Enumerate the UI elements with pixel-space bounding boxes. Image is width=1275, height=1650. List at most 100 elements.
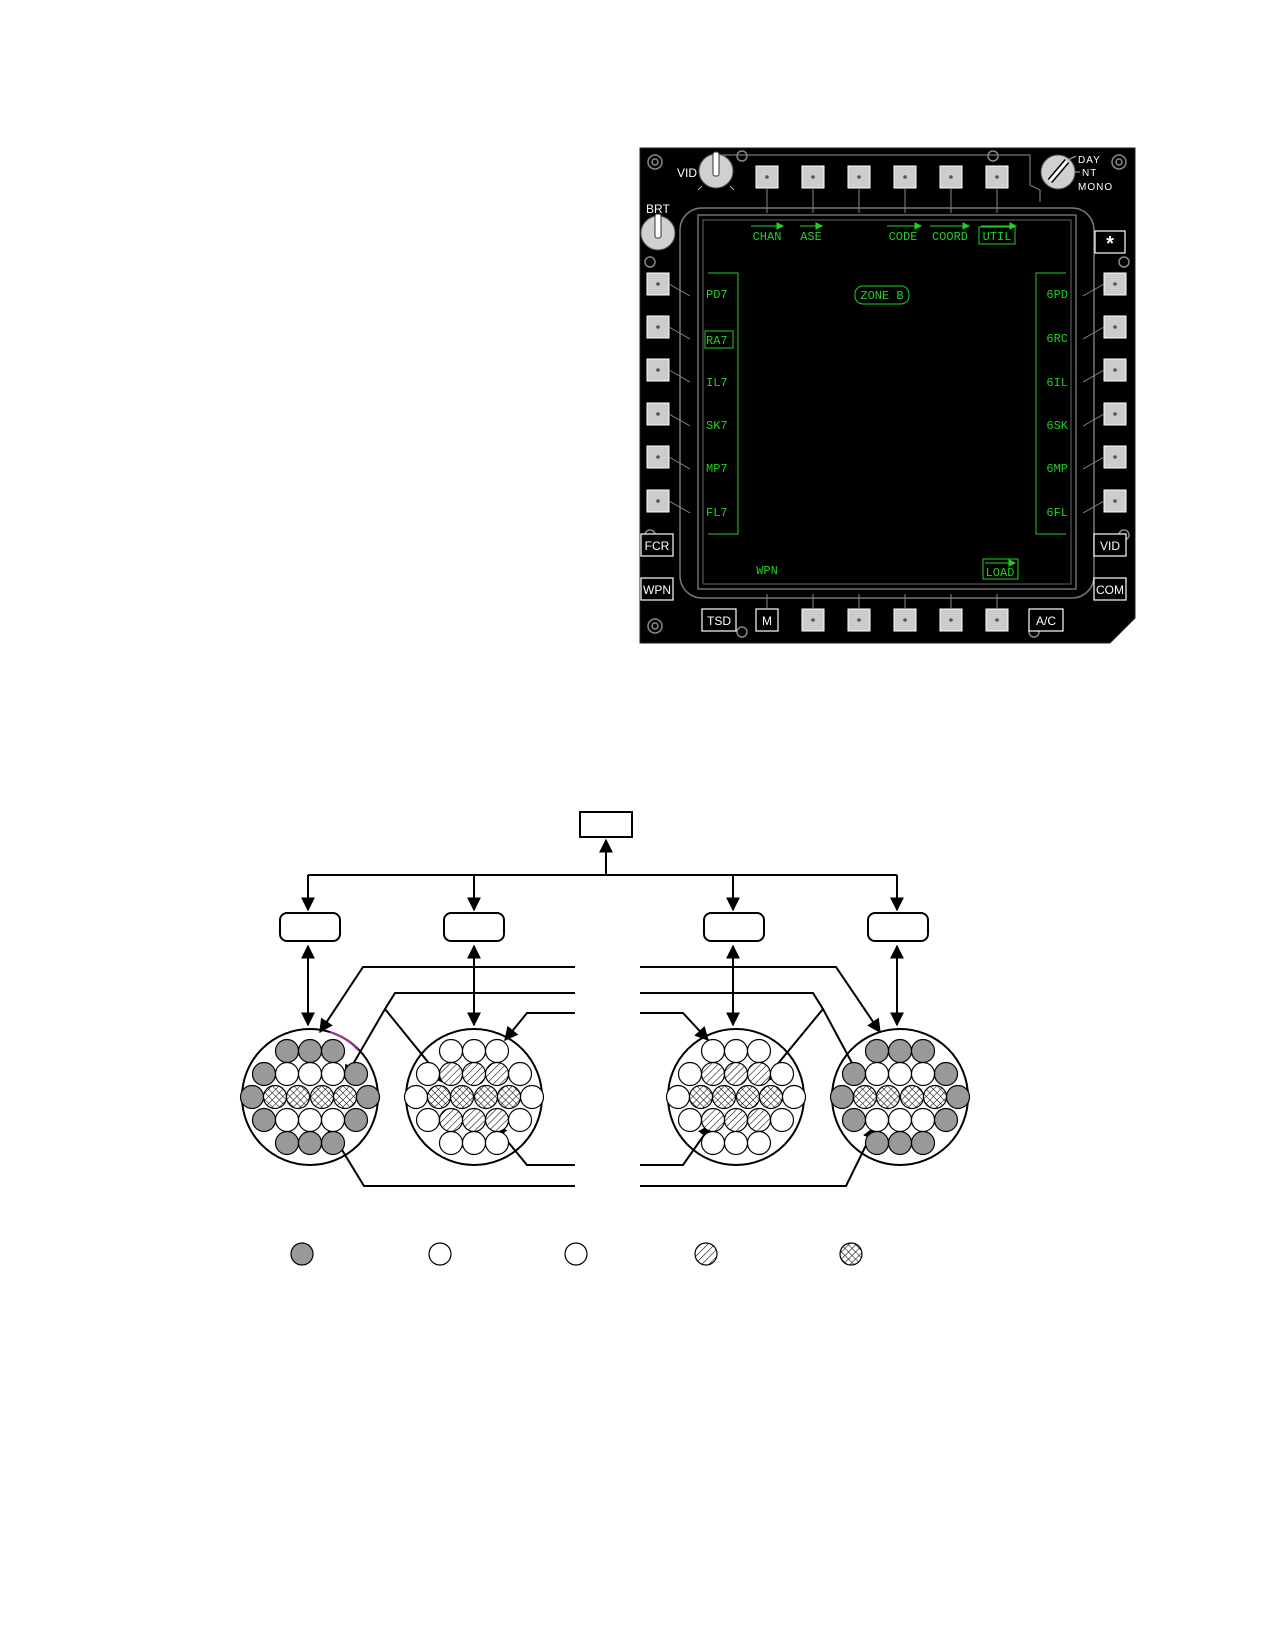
screen-surround <box>679 207 1095 599</box>
conductor <box>438 1038 464 1064</box>
mode-label-day: DAY <box>1078 155 1101 166</box>
conductor <box>933 1061 959 1087</box>
conductor <box>274 1107 300 1133</box>
conductor <box>320 1061 346 1087</box>
conductor <box>343 1107 369 1133</box>
conductor <box>461 1061 487 1087</box>
conductor <box>507 1107 533 1133</box>
bottom-label-wpn[interactable]: WPN <box>756 564 778 578</box>
tsd-button[interactable] <box>701 608 737 632</box>
right-bezel-button-3[interactable] <box>1082 358 1127 383</box>
unit-box-2 <box>443 912 505 942</box>
conductor <box>403 1084 429 1110</box>
conductor <box>875 1084 901 1110</box>
bottom-bezel-button-5[interactable] <box>985 594 1009 632</box>
ac-button[interactable] <box>1028 608 1064 632</box>
softkey-coord[interactable]: COORD <box>932 230 968 244</box>
conductor <box>496 1084 522 1110</box>
conductor <box>297 1038 323 1064</box>
left-bezel-button-5[interactable] <box>646 445 691 470</box>
softkey-ase[interactable]: ASE <box>800 230 822 244</box>
right-label-6sk[interactable]: 6SK <box>1046 419 1068 433</box>
bottom-bezel-button-1[interactable] <box>801 594 825 632</box>
left-bezel-button-4[interactable] <box>646 402 691 427</box>
top-bezel-button-6[interactable] <box>985 165 1009 213</box>
vid-knob-label: VID <box>677 166 697 180</box>
bottom-bezel-button-3[interactable] <box>893 594 917 632</box>
wpn-fixed-button[interactable] <box>640 577 674 601</box>
mode-knob[interactable] <box>1040 154 1080 190</box>
conductor <box>274 1130 300 1156</box>
fcr-button[interactable] <box>640 533 674 557</box>
conductor <box>864 1038 890 1064</box>
right-label-6il[interactable]: 6IL <box>1046 376 1068 390</box>
left-label-il7[interactable]: IL7 <box>706 376 728 390</box>
right-label-6fl[interactable]: 6FL <box>1046 506 1068 520</box>
right-bezel-button-6[interactable] <box>1082 489 1127 514</box>
conductor <box>769 1061 795 1087</box>
conductor <box>746 1130 772 1156</box>
vid-knob[interactable] <box>697 151 735 191</box>
conductor <box>320 1107 346 1133</box>
conductor <box>700 1130 726 1156</box>
conductor <box>933 1107 959 1133</box>
com-button[interactable] <box>1093 577 1127 601</box>
conductor <box>829 1084 855 1110</box>
conductor <box>473 1084 499 1110</box>
top-bezel-button-2[interactable] <box>801 165 825 213</box>
conductor <box>239 1084 265 1110</box>
conductor <box>769 1107 795 1133</box>
conductor <box>438 1130 464 1156</box>
right-bezel-button-5[interactable] <box>1082 445 1127 470</box>
conductor <box>700 1061 726 1087</box>
left-label-fl7[interactable]: FL7 <box>706 506 728 520</box>
star-button-label: * <box>1106 233 1114 255</box>
conductor <box>723 1107 749 1133</box>
unit-box-1 <box>279 912 341 942</box>
left-bezel-button-3[interactable] <box>646 358 691 383</box>
right-label-6rc[interactable]: 6RC <box>1046 332 1068 346</box>
left-label-pd7[interactable]: PD7 <box>706 288 728 302</box>
left-label-sk7[interactable]: SK7 <box>706 419 728 433</box>
top-bezel-button-4[interactable] <box>893 165 917 213</box>
conductor <box>297 1107 323 1133</box>
vid-button[interactable] <box>1093 533 1127 557</box>
conductor <box>251 1107 277 1133</box>
top-bezel-buttons <box>755 165 1009 213</box>
conductor <box>309 1084 335 1110</box>
conductor <box>415 1061 441 1087</box>
conductor <box>700 1038 726 1064</box>
conductor <box>735 1084 761 1110</box>
brt-knob[interactable] <box>640 213 676 251</box>
right-label-6mp[interactable]: 6MP <box>1046 462 1068 476</box>
multifunction-display: VID BRT DAY NT MONO * <box>639 147 1136 644</box>
conductor <box>887 1038 913 1064</box>
conductor <box>852 1084 878 1110</box>
softkey-code[interactable]: CODE <box>889 230 918 244</box>
right-bezel-button-4[interactable] <box>1082 402 1127 427</box>
legend-hatched-conductor <box>694 1242 718 1266</box>
left-bezel-button-6[interactable] <box>646 489 691 514</box>
softkey-chan[interactable]: CHAN <box>753 230 782 244</box>
star-button[interactable] <box>1094 230 1126 254</box>
left-label-mp7[interactable]: MP7 <box>706 462 728 476</box>
conductor-groups <box>239 1038 971 1156</box>
conductor <box>945 1084 971 1110</box>
right-label-6pd[interactable]: 6PD <box>1046 288 1068 302</box>
top-bezel-button-3[interactable] <box>847 165 871 213</box>
softkey-util[interactable]: UTIL <box>983 230 1012 244</box>
top-bezel-button-1[interactable] <box>755 165 779 213</box>
conductor <box>274 1061 300 1087</box>
bottom-bezel-button-2[interactable] <box>847 594 871 632</box>
left-bezel-button-1[interactable] <box>646 272 691 297</box>
right-bezel-button-1[interactable] <box>1082 272 1127 297</box>
top-bezel-button-5[interactable] <box>939 165 963 213</box>
bottom-label-load[interactable]: LOAD <box>986 566 1015 580</box>
brt-knob-label: BRT <box>646 202 670 216</box>
right-bezel-button-2[interactable] <box>1082 315 1127 340</box>
left-bezel-button-2[interactable] <box>646 315 691 340</box>
display-screen <box>697 214 1077 590</box>
left-label-ra7[interactable]: RA7 <box>706 334 728 348</box>
bottom-bezel-button-4[interactable] <box>939 594 963 632</box>
wpn-fixed-button-label: WPN <box>643 583 671 597</box>
